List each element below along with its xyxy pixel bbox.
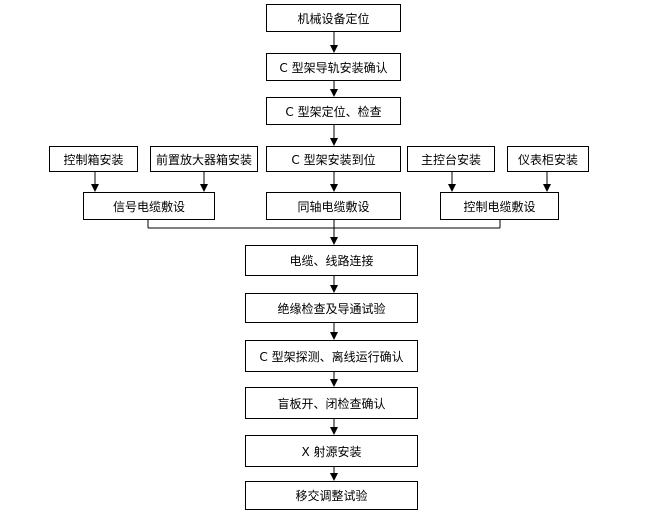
step-instrument-cabinet-install: 仪表柜安装	[507, 146, 589, 172]
step-c-frame-installed: C 型架安装到位	[266, 146, 401, 172]
step-console-install: 主控台安装	[407, 146, 495, 172]
step-coax-cable-laying: 同轴电缆敷设	[266, 192, 401, 220]
step-equipment-positioning: 机械设备定位	[266, 4, 401, 32]
step-control-box-install: 控制箱安装	[49, 146, 138, 172]
step-handover-test: 移交调整试验	[245, 481, 418, 510]
step-c-frame-positioning: C 型架定位、检查	[266, 97, 401, 125]
step-detection-offline-run: C 型架探测、离线运行确认	[245, 340, 418, 372]
step-signal-cable-laying: 信号电缆敷设	[83, 192, 215, 220]
step-cable-connection: 电缆、线路连接	[245, 245, 418, 276]
step-insulation-check: 绝缘检查及导通试验	[245, 293, 418, 323]
step-x-source-install: X 射源安装	[245, 435, 418, 467]
step-control-cable-laying: 控制电缆敷设	[440, 192, 559, 220]
step-preamp-box-install: 前置放大器箱安装	[150, 146, 258, 172]
step-blind-plate-check: 盲板开、闭检查确认	[245, 387, 418, 419]
step-rail-install-confirm: C 型架导轨安装确认	[266, 53, 401, 81]
